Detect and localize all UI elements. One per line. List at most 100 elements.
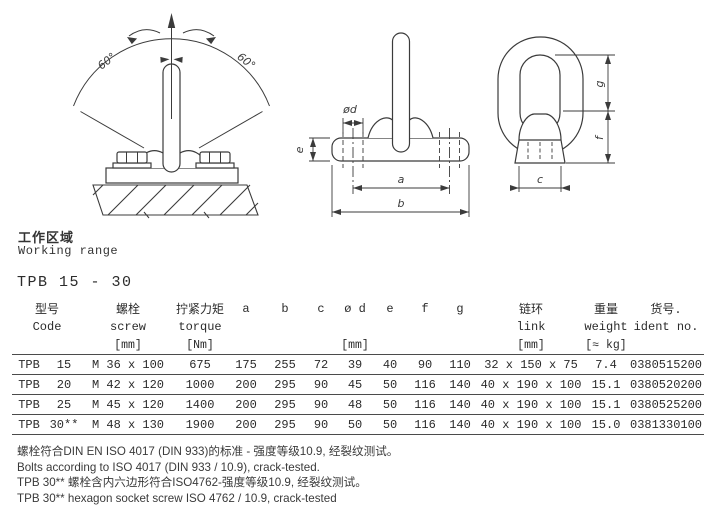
table-cell: 90 <box>313 418 329 432</box>
table-cell: 15 <box>56 358 72 372</box>
table-cell: 295 <box>274 398 296 412</box>
ground-hatching <box>92 184 259 219</box>
table-cell: 200 <box>235 418 257 432</box>
table-cell: 295 <box>274 418 296 432</box>
dim-c: c <box>510 166 570 192</box>
table-cell: 45 <box>347 378 363 392</box>
table-cell: 200 <box>235 378 257 392</box>
table-cell: 140 <box>449 418 471 432</box>
dim-f-label: f <box>593 134 606 140</box>
dim-g-label: g <box>593 80 606 87</box>
table-cell: 140 <box>449 398 471 412</box>
note-line: TPB 30** 螺栓含内六边形符合ISO4762-强度等级10.9, 经裂纹测… <box>17 476 367 490</box>
threaded-base <box>514 113 566 164</box>
col-header: 货号. <box>650 303 682 317</box>
table-cell: 50 <box>382 378 398 392</box>
table-cell: 40 x 190 x 100 <box>480 398 582 412</box>
table-cell: TPB <box>18 358 40 372</box>
col-header: 重量 <box>594 303 619 317</box>
table-cell: 48 <box>347 398 363 412</box>
product-range-title: TPB 15 - 30 <box>17 274 133 291</box>
col-unit: [≈ kg] <box>585 338 627 352</box>
table-cell: TPB <box>18 418 40 432</box>
dim-diameter: ød <box>342 103 364 134</box>
col-header: Code <box>32 320 62 334</box>
hex-bolt-left <box>112 151 152 169</box>
col-header: torque <box>178 320 222 334</box>
table-cell: 0381330100 <box>630 418 703 432</box>
load-direction-arrow <box>167 13 176 119</box>
col-header: 拧紧力矩 <box>176 303 225 317</box>
table-cell: 255 <box>274 358 296 372</box>
col-header: 型号 <box>35 303 60 317</box>
table-cell: 32 x 150 x 75 <box>484 358 578 372</box>
col-header: screw <box>110 320 147 334</box>
table-cell: 140 <box>449 378 471 392</box>
spec-table: 型号 螺栓 拧紧力矩 a b c ø d e f g 链环 重量 货号. Cod… <box>12 299 705 435</box>
table-header: 型号 螺栓 拧紧力矩 a b c ø d e f g 链环 重量 货号. Cod… <box>12 299 704 355</box>
col-header: c <box>317 301 325 316</box>
header-row-zh: 型号 螺栓 拧紧力矩 a b c ø d e f g 链环 重量 货号. <box>12 299 704 318</box>
footnotes: 螺栓符合DIN EN ISO 4017 (DIN 933)的标准 - 强度等级1… <box>17 444 398 506</box>
dim-e: e <box>293 137 330 162</box>
working-range-fan <box>73 38 270 149</box>
table-cell: 25 <box>56 398 72 412</box>
note-line: TPB 30** hexagon socket screw ISO 4762 /… <box>17 491 337 505</box>
shackle-bar <box>391 32 411 153</box>
table-cell: 90 <box>313 378 329 392</box>
table-cell: 110 <box>449 358 471 372</box>
table-cell: 30** <box>49 418 79 432</box>
working-range-drawing: 60° 60° <box>73 13 270 219</box>
table-cell: 40 <box>382 358 398 372</box>
note-line: 螺栓符合DIN EN ISO 4017 (DIN 933)的标准 - 强度等级1… <box>17 445 399 458</box>
table-cell: 0380520200 <box>630 378 703 392</box>
col-unit: [mm] <box>517 338 545 352</box>
table-cell: 1000 <box>185 378 215 392</box>
table-cell: 0380525200 <box>630 398 703 412</box>
col-header: ident no. <box>633 320 699 334</box>
col-header: weight <box>584 320 628 334</box>
header-row-en: Code screw torque link weight ident no. <box>12 318 704 336</box>
table-cell: 50 <box>347 418 363 432</box>
table-cell: 15.0 <box>591 418 621 432</box>
col-header: 链环 <box>519 303 544 317</box>
table-cell: M 36 x 100 <box>92 358 165 372</box>
col-unit: [Nm] <box>186 338 214 352</box>
table-cell: 40 x 190 x 100 <box>480 418 582 432</box>
table-cell: M 42 x 120 <box>92 378 165 392</box>
table-cell: 0380515200 <box>630 358 703 372</box>
table-cell: 72 <box>313 358 329 372</box>
table-cell: 7.4 <box>595 358 617 372</box>
dim-b-label: b <box>398 197 405 210</box>
angle-label-right: 60° <box>234 50 257 72</box>
col-header: b <box>281 301 289 316</box>
swing-arrows <box>127 29 216 45</box>
table-cell: M 45 x 120 <box>92 398 165 412</box>
col-unit: [mm] <box>341 338 369 352</box>
dim-b: b <box>331 165 470 217</box>
col-header: link <box>516 320 546 334</box>
dim-diameter-label: ød <box>342 103 358 116</box>
front-view-drawing: ød e a b <box>293 32 470 217</box>
table-cell: 39 <box>347 358 363 372</box>
col-header: a <box>242 301 250 316</box>
table-cell: 20 <box>56 378 72 392</box>
dim-g-f: g f <box>555 54 615 164</box>
col-header: e <box>386 301 394 316</box>
header-row-units: [mm] [Nm] [mm] [mm] [≈ kg] <box>12 336 704 355</box>
table-cell: 1900 <box>185 418 215 432</box>
link-view-drawing: g f c <box>497 36 615 192</box>
table-cell: 116 <box>414 398 436 412</box>
dim-e-label: e <box>293 146 306 153</box>
dim-a: a <box>353 173 450 191</box>
table-cell: 116 <box>414 418 436 432</box>
table-cell: 175 <box>235 358 257 372</box>
bolt-holes-hidden-lines <box>342 128 460 194</box>
table-cell: 90 <box>313 398 329 412</box>
hex-bolt-right <box>195 151 235 169</box>
dim-a-label: a <box>398 173 405 186</box>
